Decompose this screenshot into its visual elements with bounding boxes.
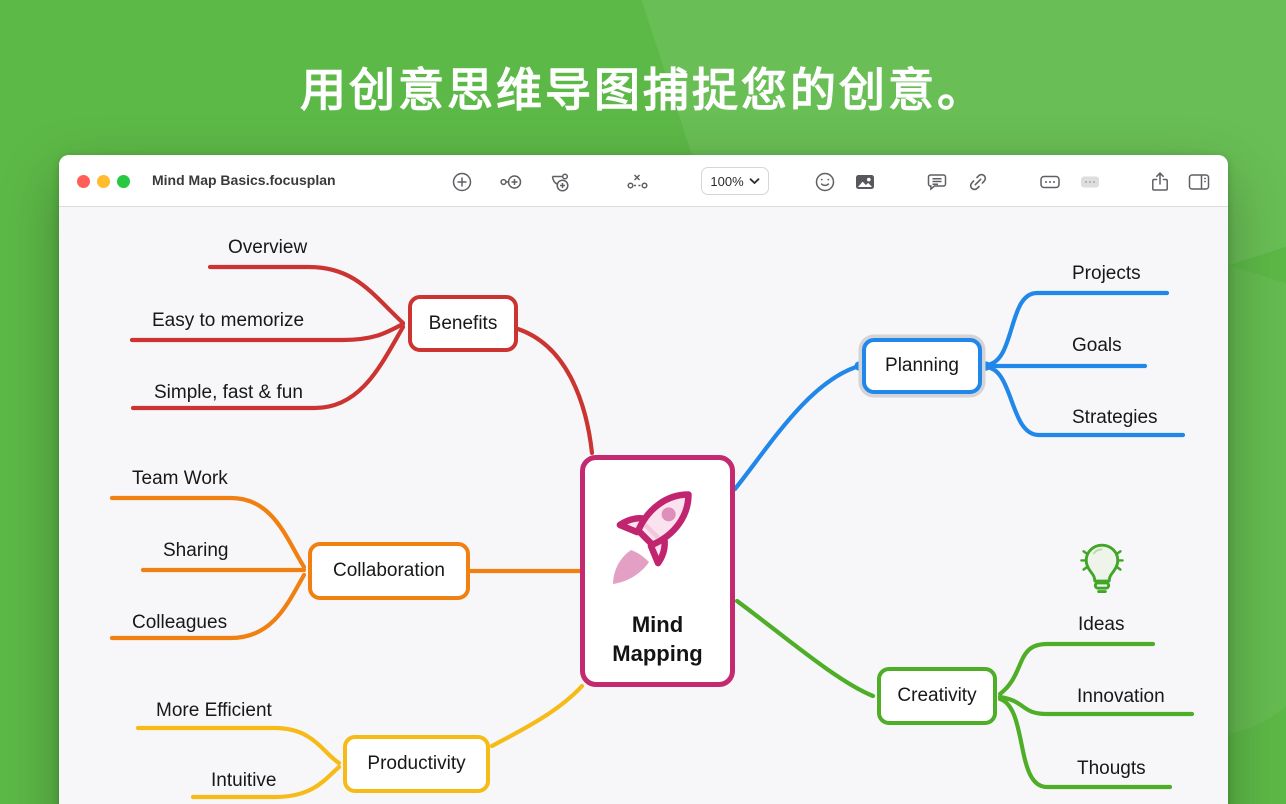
titlebar: Mind Map Basics.focusplan <box>59 155 1228 207</box>
leaf-simple-fast-fun[interactable]: Simple, fast & fun <box>154 382 303 403</box>
leaf-strategies[interactable]: Strategies <box>1072 407 1158 428</box>
center-node-label: Mind Mapping <box>585 610 730 668</box>
leaf-projects[interactable]: Projects <box>1072 263 1141 284</box>
node-label: Productivity <box>367 753 466 774</box>
leaf-innovation[interactable]: Innovation <box>1077 686 1165 707</box>
node-label: Creativity <box>897 685 977 706</box>
app-window: Mind Map Basics.focusplan <box>59 155 1228 804</box>
add-node-icon[interactable] <box>450 170 474 194</box>
leaf-sharing[interactable]: Sharing <box>163 540 229 561</box>
fullscreen-button[interactable] <box>117 175 130 188</box>
leaf-intuitive[interactable]: Intuitive <box>211 770 277 791</box>
hero-headline: 用创意思维导图捕捉您的创意。 <box>300 64 986 116</box>
more-options-disabled-icon <box>1078 170 1102 194</box>
zoom-level-value: 100% <box>710 173 744 189</box>
node-benefits[interactable]: Benefits <box>408 295 518 352</box>
productivity-branch-lines <box>135 683 585 800</box>
disconnect-nodes-icon[interactable] <box>626 170 650 194</box>
leaf-goals[interactable]: Goals <box>1072 335 1122 356</box>
comment-icon[interactable] <box>925 170 949 194</box>
close-button[interactable] <box>77 175 90 188</box>
node-planning-selected[interactable]: Planning <box>862 338 982 394</box>
leaf-thougts[interactable]: Thougts <box>1077 758 1146 779</box>
leaf-team-work[interactable]: Team Work <box>132 468 228 489</box>
sidebar-toggle-icon[interactable] <box>1187 170 1211 194</box>
node-label: Collaboration <box>333 560 445 581</box>
center-label-line1: Mind <box>631 612 684 637</box>
emoji-icon[interactable] <box>813 170 837 194</box>
add-branch-icon[interactable] <box>549 170 573 194</box>
node-mind-mapping-center[interactable]: Mind Mapping <box>580 455 735 687</box>
node-productivity[interactable]: Productivity <box>343 735 490 793</box>
node-collaboration[interactable]: Collaboration <box>308 542 470 600</box>
leaf-colleagues[interactable]: Colleagues <box>132 612 228 633</box>
window-title: Mind Map Basics.focusplan <box>152 172 336 188</box>
node-creativity[interactable]: Creativity <box>877 667 997 725</box>
center-label-line2: Mapping <box>612 641 703 666</box>
more-options-icon[interactable] <box>1038 170 1062 194</box>
node-label: Benefits <box>428 312 498 334</box>
planning-branch-lines <box>732 290 1186 492</box>
node-handle-right[interactable] <box>981 361 991 371</box>
zoom-level-dropdown[interactable]: 100% <box>701 167 769 195</box>
rocket-icon <box>613 491 692 584</box>
chevron-down-icon <box>749 178 760 185</box>
share-icon[interactable] <box>1148 170 1172 194</box>
leaf-overview[interactable]: Overview <box>228 237 308 258</box>
leaf-ideas[interactable]: Ideas <box>1078 614 1125 635</box>
image-icon[interactable] <box>853 170 877 194</box>
leaf-more-efficient[interactable]: More Efficient <box>156 700 272 721</box>
node-label: Planning <box>885 355 959 376</box>
mindmap-connections <box>109 264 1195 800</box>
lightbulb-icon <box>1080 543 1124 593</box>
mindmap-canvas[interactable]: Benefits Planning Collaboration Creativi… <box>59 207 1228 804</box>
minimize-button[interactable] <box>97 175 110 188</box>
leaf-easy-to-memorize[interactable]: Easy to memorize <box>152 310 305 331</box>
creativity-branch-lines <box>734 598 1195 790</box>
link-icon[interactable] <box>966 170 990 194</box>
node-handle-left[interactable] <box>854 361 864 371</box>
collaboration-branch-lines <box>109 495 583 641</box>
benefits-branch-lines <box>129 264 595 456</box>
add-child-node-icon[interactable] <box>499 170 523 194</box>
